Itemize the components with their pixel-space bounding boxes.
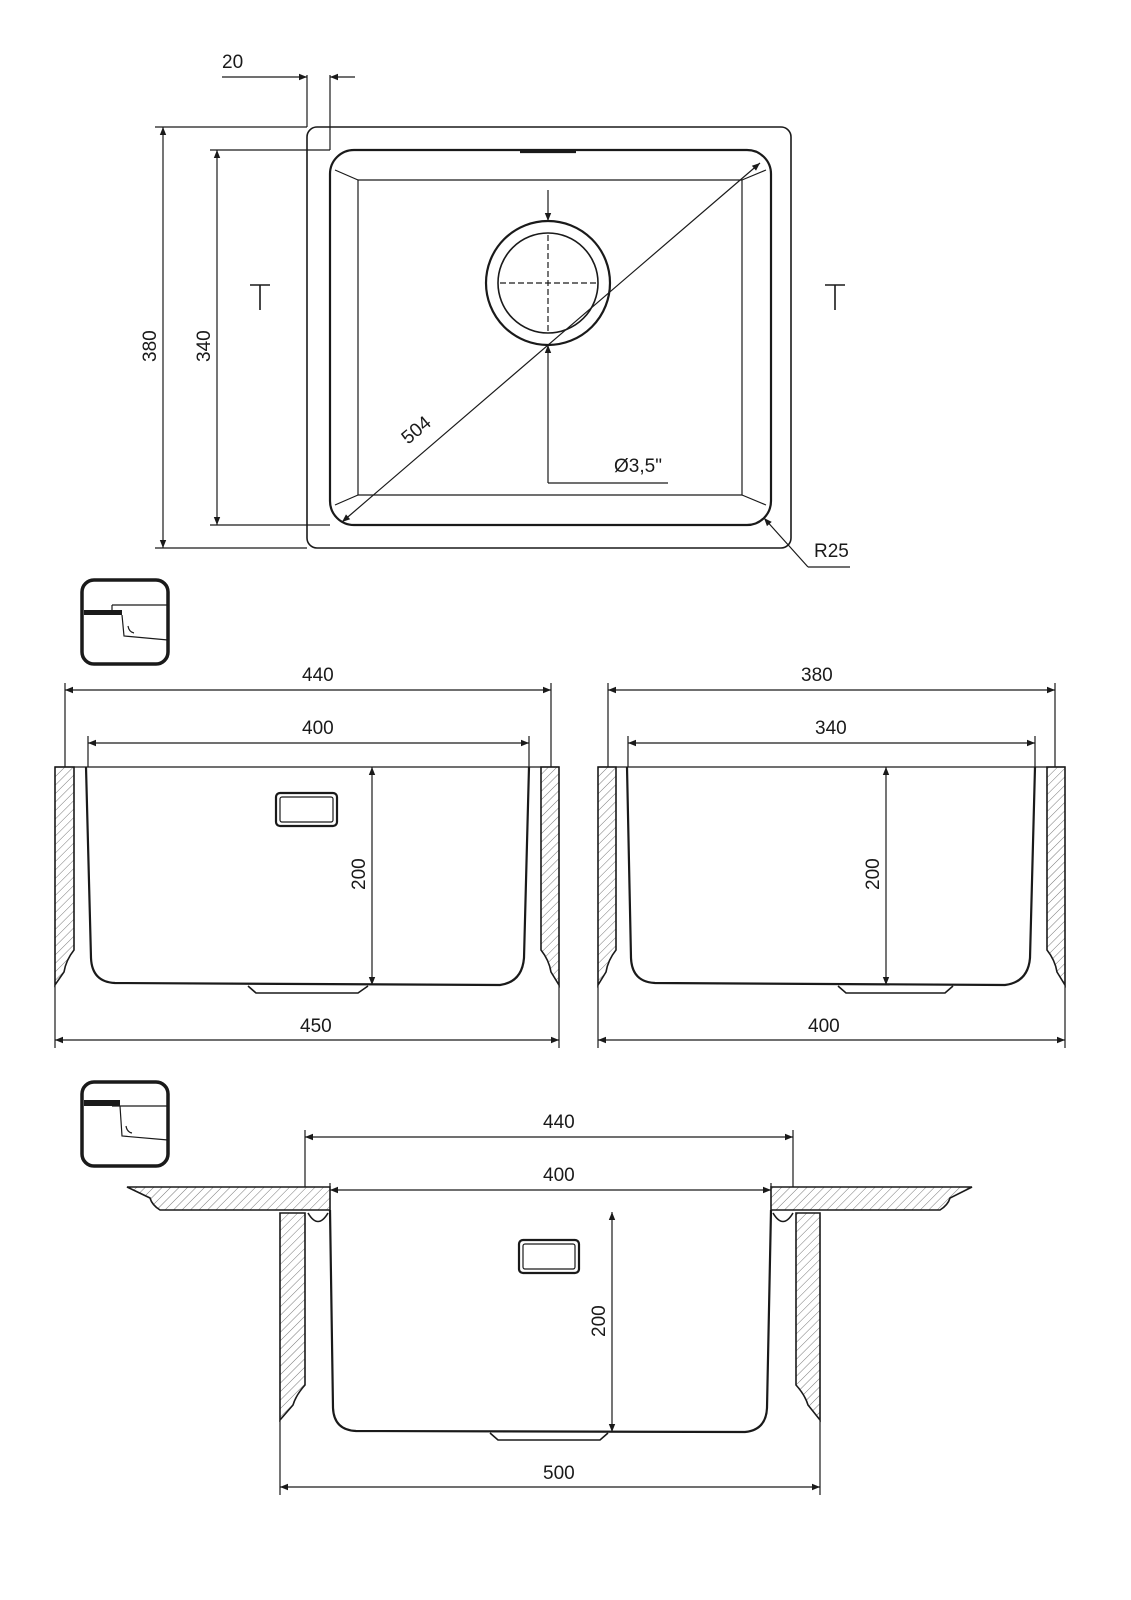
dim-outer-width: 380 [801,665,833,686]
dim-outer-width: 440 [302,665,334,686]
cabinet-wall-right [795,1212,821,1423]
dim-inner-width: 340 [815,718,847,739]
dim-diagonal: 504 [398,412,436,449]
section-side: 380 340 200 400 [597,665,1066,1048]
countertop-right [770,1186,973,1211]
sink-outer-rim [306,126,792,549]
undermount-flush-icon [80,1080,170,1168]
top-view: 20 380 340 504 Ø3,5" R25 [140,52,850,568]
cabinet-wall-right [540,766,560,988]
bowl-profile [625,766,1037,987]
cabinet-wall-right [1046,766,1066,988]
dim-inner-width: 400 [302,718,334,739]
bowl-edge [328,148,773,527]
overflow [517,1238,581,1275]
section-mark-right [825,284,845,310]
section-mark-left [250,284,270,310]
section-front: 440 400 200 450 [54,665,560,1048]
dim-offset-20: 20 [222,52,243,73]
dim-outer-width: 440 [543,1112,575,1133]
dim-radius: R25 [814,541,849,562]
overflow [274,791,339,828]
section-mount: 440 400 200 500 [126,1112,973,1495]
dim-depth: 200 [349,858,370,890]
bowl-profile [328,1209,773,1434]
countertop-left [126,1186,331,1211]
dim-depth: 200 [589,1305,610,1337]
cabinet-wall-left [279,1212,306,1423]
dim-inner-width: 400 [543,1165,575,1186]
dim-cabinet-width: 500 [543,1463,575,1484]
cabinet-wall-left [597,766,617,988]
dim-depth: 200 [863,858,884,890]
undermount-icon [80,578,170,666]
dim-outer-depth: 380 [140,330,161,362]
bowl-profile [84,766,531,987]
dim-cutout-width: 400 [808,1016,840,1037]
dim-inner-depth: 340 [194,330,215,362]
dim-cutout-width: 450 [300,1016,332,1037]
cabinet-wall-left [54,766,75,988]
dim-drain: Ø3,5" [614,456,662,477]
